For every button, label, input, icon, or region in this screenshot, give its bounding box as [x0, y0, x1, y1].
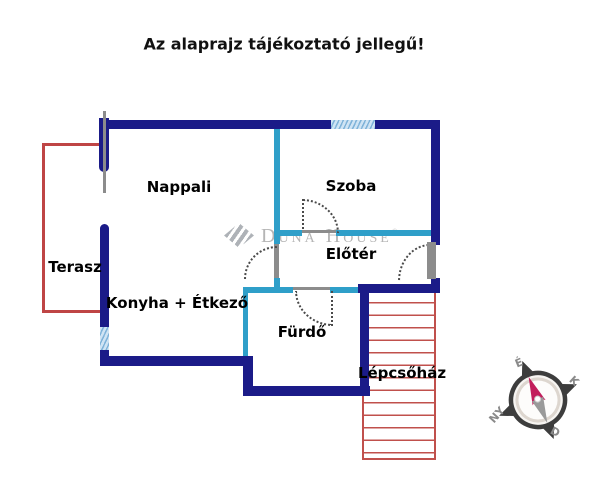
wall-furdo-top-right: [330, 287, 363, 293]
wall-left: [100, 224, 109, 366]
furdo-door-arc: [295, 291, 333, 326]
room-label-konyha: Konyha + Étkező: [105, 294, 249, 312]
compass-needle-south: [532, 396, 548, 424]
wall-konyha-bottom: [100, 356, 253, 366]
room-label-terasz: Terasz: [48, 258, 102, 276]
szoba-window: [331, 120, 375, 129]
wall-step-konyha-furdo: [243, 356, 253, 396]
room-label-szoba: Szoba: [325, 177, 377, 195]
wall-szoba-eloter-left: [274, 230, 302, 236]
wall-staircase-left: [360, 284, 369, 396]
konyha-window: [100, 327, 109, 350]
entry-door-leaf: [427, 242, 436, 279]
room-label-eloter: Előtér: [325, 245, 377, 263]
wall-furdo-top-left: [243, 287, 293, 293]
wall-furdo-left: [243, 292, 248, 356]
wall-nappali-eloter-divider-lower: [274, 278, 280, 291]
terrace-wall-top: [42, 143, 103, 146]
terrace-wall-left: [42, 143, 45, 313]
wall-right-upper: [431, 120, 440, 245]
eloter-door-arc: [244, 246, 277, 279]
terrace-wall-bottom: [42, 310, 103, 313]
szoba-door-lintel: [302, 230, 336, 233]
szoba-door-arc: [302, 199, 339, 233]
wall-top: [101, 120, 440, 129]
furdo-door-lintel: [293, 287, 330, 290]
wall-eloter-bottom: [358, 284, 440, 293]
entry-door-arc: [398, 244, 430, 281]
watermark-logo-icon: [224, 223, 254, 248]
disclaimer-title: Az alaprajz tájékoztató jellegű!: [143, 34, 425, 54]
compass-rose: [499, 361, 577, 439]
room-label-nappali: Nappali: [146, 178, 212, 196]
wall-furdo-bottom: [243, 386, 370, 396]
room-label-lepcsohaz: Lépcsőház: [357, 364, 447, 382]
wall-nappali-szoba-divider: [274, 129, 280, 244]
room-label-furdo: Fürdő: [277, 323, 327, 341]
balcony-door-leaf: [103, 111, 106, 193]
wall-szoba-eloter-right: [336, 230, 431, 236]
